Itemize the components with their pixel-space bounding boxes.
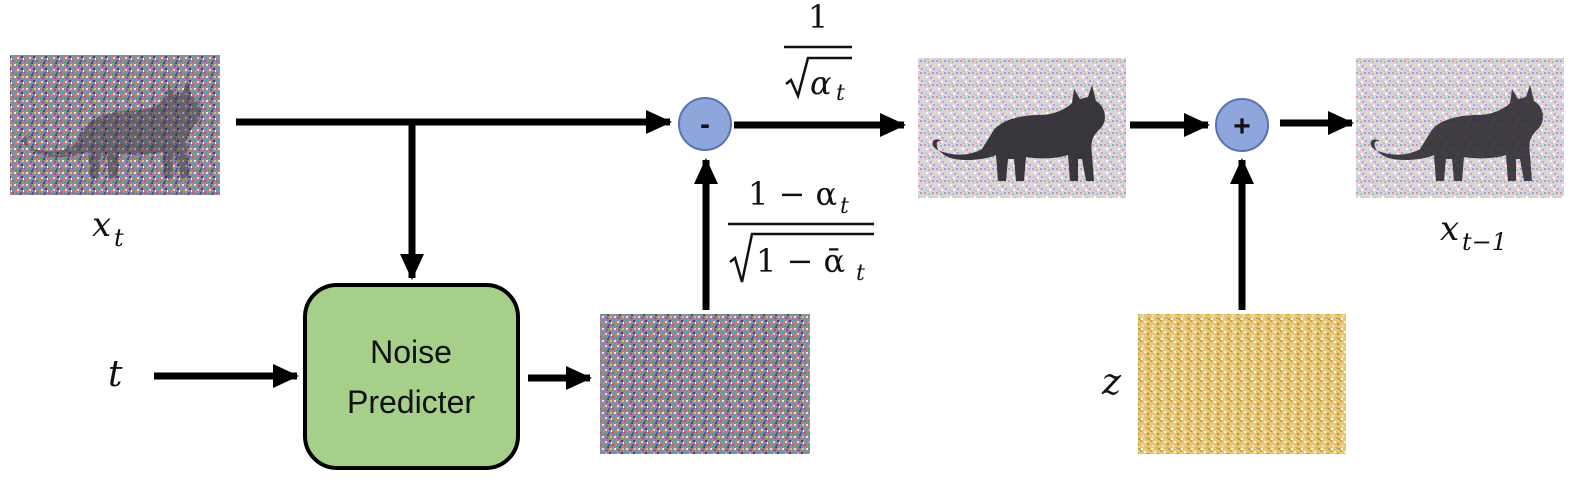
noise-predicter-box: Noise Predicter bbox=[303, 283, 520, 470]
plus-symbol: + bbox=[1233, 110, 1251, 143]
label-x-t: x t bbox=[92, 205, 124, 252]
coef-top-numerator: 1 bbox=[808, 0, 828, 36]
noisy-input-image bbox=[10, 55, 220, 195]
coef-top-denominator: α bbox=[810, 64, 832, 102]
minus-symbol: - bbox=[700, 108, 710, 141]
noise-predicter-label-line1: Noise bbox=[370, 334, 452, 370]
predicted-noise-image bbox=[600, 314, 810, 454]
arrows bbox=[154, 110, 1354, 390]
z-noise-image bbox=[1138, 314, 1346, 454]
x-prev-sub: t−1 bbox=[1462, 228, 1507, 256]
label-x-prev: x t−1 bbox=[1440, 209, 1507, 256]
label-z: z bbox=[1101, 362, 1122, 403]
coef-mid-numerator: 1 − α bbox=[748, 175, 837, 213]
denoised-intermediate-image bbox=[918, 58, 1126, 198]
x-prev-main: x bbox=[1440, 209, 1459, 249]
coef-top: 1 α t bbox=[784, 0, 852, 106]
noise-predicter-label-line2: Predicter bbox=[347, 384, 475, 420]
coef-top-denominator-sub: t bbox=[836, 81, 845, 106]
x-t-sub: t bbox=[114, 224, 124, 252]
plus-operator: + bbox=[1215, 98, 1269, 152]
output-image bbox=[1356, 58, 1564, 198]
coef-mid-denominator-sub: t bbox=[856, 261, 865, 286]
label-t: t bbox=[108, 354, 123, 395]
coef-mid-denominator: 1 − ᾱ bbox=[756, 242, 845, 280]
coef-mid-numerator-sub: t bbox=[840, 194, 849, 219]
x-t-main: x bbox=[92, 205, 111, 245]
coef-mid: 1 − α t 1 − ᾱ t bbox=[728, 175, 874, 286]
minus-operator: - bbox=[678, 97, 732, 151]
